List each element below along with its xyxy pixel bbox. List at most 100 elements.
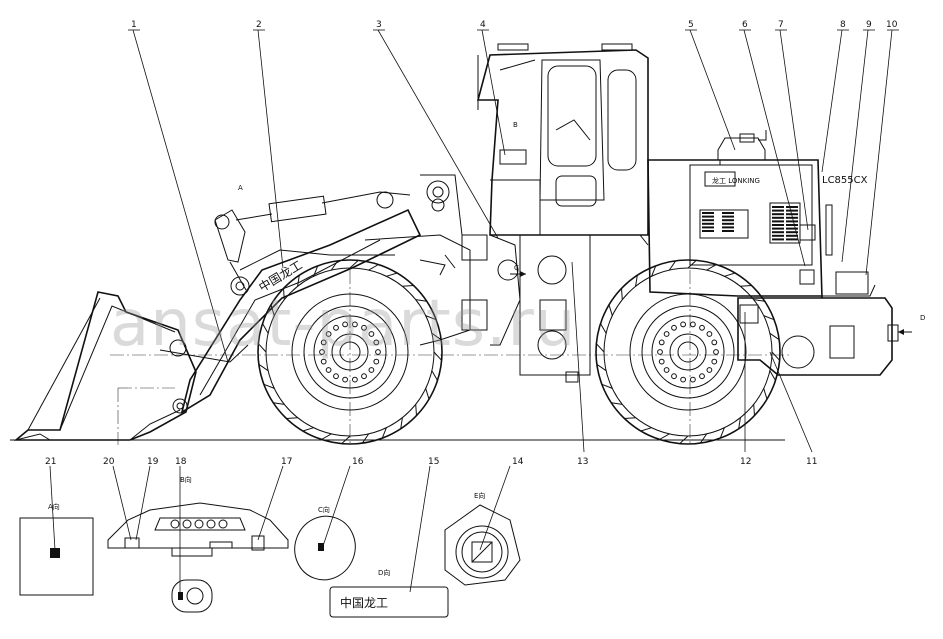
wheel-bolt — [333, 324, 339, 331]
decal-stripe — [772, 216, 784, 219]
tyre-lug — [297, 275, 300, 287]
wheel-bolt — [361, 324, 367, 331]
view-marker-a: A — [238, 184, 243, 192]
detail-b-view-label: B向 — [180, 475, 192, 484]
wheel-bolt — [658, 358, 665, 365]
decal-stripe — [772, 220, 784, 223]
decal-stripe — [772, 224, 784, 226]
tyre-lug — [719, 427, 725, 439]
decal-stripe — [722, 222, 734, 225]
detail-a-view — [19, 517, 94, 596]
decal-stripe — [786, 206, 798, 208]
decal-stripe — [702, 230, 714, 232]
detail-c-view-label: C向 — [318, 505, 330, 514]
callout-6: 6 — [742, 20, 748, 30]
tyre-lug — [640, 427, 652, 432]
tyre-lug — [433, 351, 442, 361]
tyre-lug — [402, 285, 414, 287]
decal-stripe — [786, 234, 798, 237]
wheel-bolt — [320, 339, 327, 346]
tyre-lug — [769, 370, 776, 381]
decal-stripe — [702, 226, 714, 229]
decal-stripe — [772, 206, 784, 208]
callout-15: 15 — [428, 457, 439, 467]
tyre-lug — [283, 288, 285, 300]
view-marker-c: C — [514, 264, 519, 272]
tyre-lug — [431, 370, 438, 381]
tyre-lug — [263, 383, 275, 389]
tyre-lug — [635, 275, 638, 287]
callout-16: 16 — [352, 457, 364, 467]
detail-b-view — [107, 502, 289, 557]
wheel-bolt — [325, 331, 332, 337]
decal-stripe — [786, 220, 798, 223]
tyre-lug — [415, 404, 417, 416]
lift-arm — [159, 208, 422, 414]
view-arrows — [510, 271, 912, 335]
callout-1: 1 — [131, 20, 137, 30]
decal-stripe — [786, 209, 798, 212]
decal-stripe — [702, 219, 714, 222]
tyre-lug — [608, 304, 613, 316]
wheel-bolt — [657, 349, 663, 355]
tyre-lug — [302, 427, 314, 432]
tyre-lug — [763, 315, 775, 321]
wheel-bolt — [706, 331, 713, 337]
detail-a-view-label: A向 — [48, 502, 60, 511]
wheel-bolt — [368, 331, 375, 337]
callout-4: 4 — [480, 20, 486, 30]
wheel-bolt — [706, 367, 713, 373]
tyre-lug — [368, 264, 379, 271]
tyre-lug — [769, 332, 780, 341]
callout-17: 17 — [281, 457, 292, 467]
detail-e-view — [444, 504, 521, 586]
callout-18: 18 — [175, 457, 187, 467]
tyre-lug — [668, 260, 677, 271]
wheel-bolt — [671, 324, 677, 331]
callout-8: 8 — [840, 20, 846, 30]
decal-stripe — [722, 219, 734, 222]
view-marker-b: B — [513, 121, 518, 129]
wheel-bolt — [713, 349, 719, 355]
callout-12: 12 — [740, 457, 751, 467]
decal-stripe — [702, 215, 714, 218]
bucket — [13, 291, 197, 441]
wheel-bolt — [342, 376, 349, 383]
decal-stripe — [772, 231, 784, 234]
decal-stripe — [786, 224, 798, 226]
wheel-bolt — [373, 358, 380, 365]
tyre-lug — [724, 272, 736, 277]
detail-e-view-label: E向 — [474, 491, 485, 500]
operator-cab — [476, 43, 649, 246]
tyre-lug — [425, 388, 430, 400]
wheel-bolt — [333, 373, 339, 380]
wheel-bolt — [319, 349, 325, 355]
callout-5: 5 — [688, 20, 694, 30]
callout-20: 20 — [103, 457, 115, 467]
decal-stripe — [772, 213, 784, 216]
wheel-bolt — [711, 358, 718, 365]
model-name-decal: LC855CX — [822, 175, 868, 186]
tyre-lug — [381, 427, 387, 439]
tyre-lug — [361, 433, 370, 444]
callout-leaders — [49, 29, 899, 596]
callout-2: 2 — [256, 20, 262, 30]
decal-stripe — [786, 216, 798, 219]
rear-wheel — [595, 259, 781, 445]
wheel-bolt — [361, 373, 367, 380]
decal-stripe — [786, 238, 798, 241]
wheel-bolt — [711, 339, 718, 346]
callout-10: 10 — [886, 20, 898, 30]
wheel-bolt — [690, 321, 696, 328]
detail-d-view-label: D向 — [378, 568, 390, 577]
callout-9: 9 — [866, 20, 872, 30]
view-marker-d: D — [920, 314, 925, 322]
callout-3: 3 — [376, 20, 382, 30]
tyre-lug — [400, 417, 403, 429]
decal-stripe — [772, 234, 784, 237]
detail-b-subview — [171, 579, 213, 613]
wheel-bolt — [699, 373, 705, 380]
tyre-lug — [270, 304, 275, 316]
wheel-bolt — [320, 358, 327, 365]
